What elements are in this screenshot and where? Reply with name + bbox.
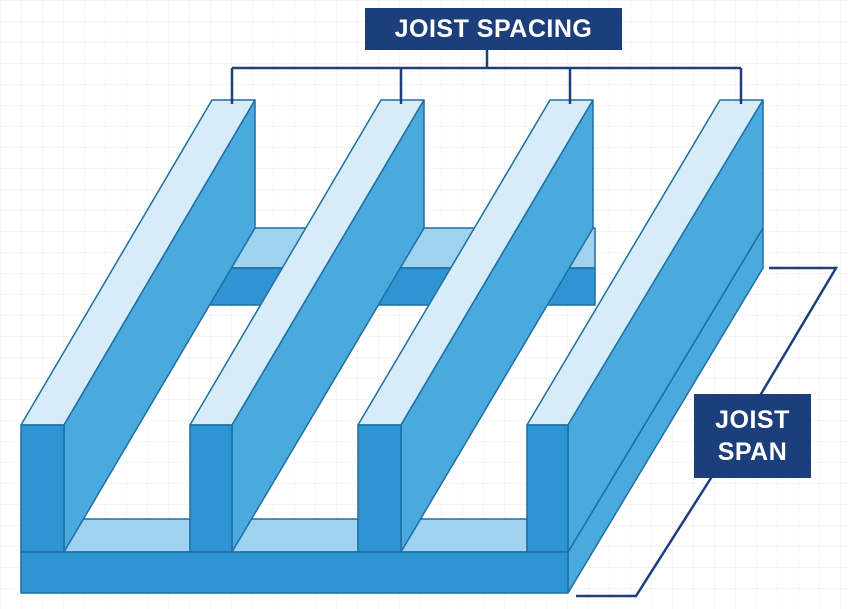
joist-spacing-label: JOIST SPACING	[365, 8, 622, 50]
spacing-bracket	[230, 50, 743, 104]
joist-3	[357, 99, 594, 553]
joist-1	[20, 99, 256, 553]
joist-4	[526, 99, 764, 553]
joist-span-label: JOIST SPAN	[694, 394, 811, 478]
front-ledge-top	[231, 518, 359, 553]
front-rim-board	[20, 551, 569, 594]
joist-span-label-line1: JOIST	[715, 406, 790, 434]
front-ledge-top	[400, 518, 528, 553]
joist-2	[189, 99, 425, 553]
joist-span-label-line2: SPAN	[717, 438, 788, 466]
